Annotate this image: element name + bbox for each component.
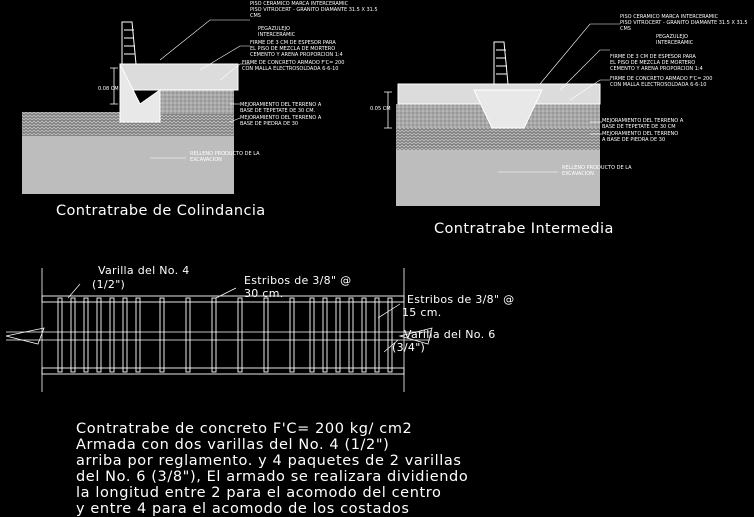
concrete-slab	[119, 63, 239, 91]
stirrup	[57, 297, 63, 373]
note-line: del No. 6 (3/8"), El armado se realizara…	[76, 469, 468, 485]
note-line: la longitud entre 2 para el acomodo del …	[76, 485, 442, 501]
dimension-line	[384, 91, 392, 129]
leader-varilla-4	[67, 283, 81, 299]
label-compactado: MEJORAMIENTO DEL TERRENO	[602, 131, 678, 137]
detail-intermedia: 0.05 CM PISO CERAMICO MARCA INTERCERAMIC…	[370, 14, 748, 237]
label-pegazulejo-brand: INTERCERAMIC	[258, 32, 296, 38]
stone-base-layer	[396, 128, 600, 150]
leader-estribos-15	[377, 303, 401, 319]
label-estribos-15-spacing: 15 cm.	[402, 306, 442, 319]
stirrup	[335, 297, 341, 373]
detail-colindancia: 0.08 CM PISO CERAMICO MARCA INTERCERAMIC…	[22, 1, 378, 219]
label-varilla-6: Varilla del No. 6	[404, 328, 496, 341]
detail-title-colindancia: Contratrabe de Colindancia	[56, 203, 266, 219]
label-estribos-15: Estribos de 3/8" @	[407, 293, 514, 306]
stirrup	[135, 297, 141, 373]
stirrup	[96, 297, 102, 373]
reinforcement-elevation	[5, 268, 433, 392]
stirrup	[159, 297, 165, 373]
label-firme-proporcion: CEMENTO Y ARENA PROPORCION 1:4	[610, 66, 703, 72]
label-estribos-30-spacing: 30 cm.	[244, 287, 284, 300]
label-relleno: RELLENO PRODUCTO DE LA	[562, 165, 632, 171]
stirrup	[374, 297, 380, 373]
label-piso-unit: CMS	[250, 13, 261, 19]
detail-title-intermedia: Contratrabe Intermedia	[434, 221, 614, 237]
break-symbol-right	[398, 327, 433, 345]
contratrabe-beam	[119, 63, 161, 123]
label-pegazulejo-brand: INTERCERAMIC	[656, 40, 694, 46]
label-firme-proporcion: CEMENTO Y ARENA PROPORCION 1:4	[250, 52, 343, 58]
label-relleno-excavacion: EXCAVACION	[562, 171, 594, 177]
wall-block	[493, 41, 509, 85]
dimension-label: 0.05 CM	[370, 106, 391, 112]
leaders	[150, 19, 250, 159]
dimension-line	[110, 67, 118, 105]
stirrup	[185, 297, 191, 373]
label-varilla-6-size: (3/4")	[392, 341, 425, 354]
note-line: arriba por reglamento. y 4 paquetes de 2…	[76, 453, 462, 469]
note-line: Armada con dos varillas del No. 4 (1/2")	[76, 437, 389, 453]
stirrup	[237, 297, 243, 373]
stirrup	[322, 297, 328, 373]
label-firme: FIRME DE 3 CM DE ESPESOR PARA	[610, 54, 696, 60]
specification-note: Contratrabe de concreto F'C= 200 kg/ cm2…	[76, 421, 468, 517]
label-terreno: MEJORAMIENTO DEL TERRENO A	[602, 118, 684, 124]
label-piso-spec: PISO VITROCERT - GRANITO DIAMANTE 31.5 X…	[620, 20, 748, 26]
label-losa-malla: CON MALLA ELECTROSOLDADA 6-6-10	[242, 66, 338, 72]
label-firme: FIRME DE 3 CM DE ESPESOR PARA	[250, 40, 336, 46]
stirrup	[309, 297, 315, 373]
stirrup	[83, 297, 89, 373]
label-compactado-piedra: A BASE DE PIEDRA DE 30	[602, 137, 665, 143]
label-estribos-30: Estribos de 3/8" @	[244, 274, 351, 287]
top-bars-no4	[41, 295, 405, 303]
stirrup	[289, 297, 295, 373]
label-varilla-4-size: (1/2")	[92, 278, 125, 291]
leader-varilla-6	[383, 339, 399, 353]
stirrup	[211, 297, 217, 373]
leaders	[498, 23, 620, 173]
label-losa: FIRME DE CONCRETO ARMADO F'C= 200	[610, 76, 712, 82]
label-relleno: RELLENO PRODUCTO DE LA	[190, 151, 260, 157]
stirrup	[361, 297, 367, 373]
label-losa-malla: CON MALLA ELECTROSOLDADA 6-6-10	[610, 82, 706, 88]
label-pegazulejo: PEGAZULEJO	[258, 26, 290, 32]
label-terreno: MEJORAMIENTO DEL TERRENO A	[240, 102, 322, 108]
label-varilla-4: Varilla del No. 4	[98, 264, 190, 277]
note-line: y entre 4 para el acomodo de los costado…	[76, 501, 410, 517]
excavation-fill	[396, 150, 600, 206]
label-firme-mezcla: EL PISO DE MEZCLA DE MORTERO	[250, 46, 335, 52]
break-symbol-left	[5, 327, 45, 345]
stirrup	[348, 297, 354, 373]
label-losa: FIRME DE CONCRETO ARMADO F'C= 200	[242, 60, 344, 66]
bottom-bars-no6	[41, 367, 405, 375]
label-piso-spec: PISO VITROCERT - GRANITO DIAMANTE 31.5 X…	[250, 7, 378, 13]
dimension-label: 0.08 CM	[98, 86, 119, 92]
label-relleno-excavacion: EXCAVACION	[190, 157, 222, 163]
stirrups	[57, 297, 393, 373]
label-firme-mezcla: EL PISO DE MEZCLA DE MORTERO	[610, 60, 695, 66]
stirrup	[387, 297, 393, 373]
label-terreno-tepetate: BASE DE TEPETATE DE 30 CM	[602, 124, 676, 130]
label-compactado: MEJORAMIENTO DEL TERRENO A	[240, 115, 322, 121]
note-line: Contratrabe de concreto F'C= 200 kg/ cm2	[76, 421, 412, 437]
stirrup	[263, 297, 269, 373]
stirrup	[70, 297, 76, 373]
label-compactado-piedra: BASE DE PIEDRA DE 30	[240, 121, 298, 127]
label-terreno-tepetate: BASE DE TEPETATE DE 30 CM.	[240, 108, 316, 114]
label-pegazulejo: PEGAZULEJO	[656, 34, 688, 40]
stirrup	[109, 297, 115, 373]
label-piso: PISO CERAMICO MARCA INTERCERAMIC	[250, 1, 349, 7]
wall-block	[121, 21, 137, 65]
excavation-fill	[22, 136, 234, 194]
label-piso: PISO CERAMICO MARCA INTERCERAMIC	[620, 14, 719, 20]
tepetate-layer	[160, 90, 234, 114]
contratrabe-beam	[473, 89, 543, 129]
stirrup	[122, 297, 128, 373]
leader-estribos-30	[215, 287, 237, 299]
label-piso-unit: CMS	[620, 26, 631, 32]
